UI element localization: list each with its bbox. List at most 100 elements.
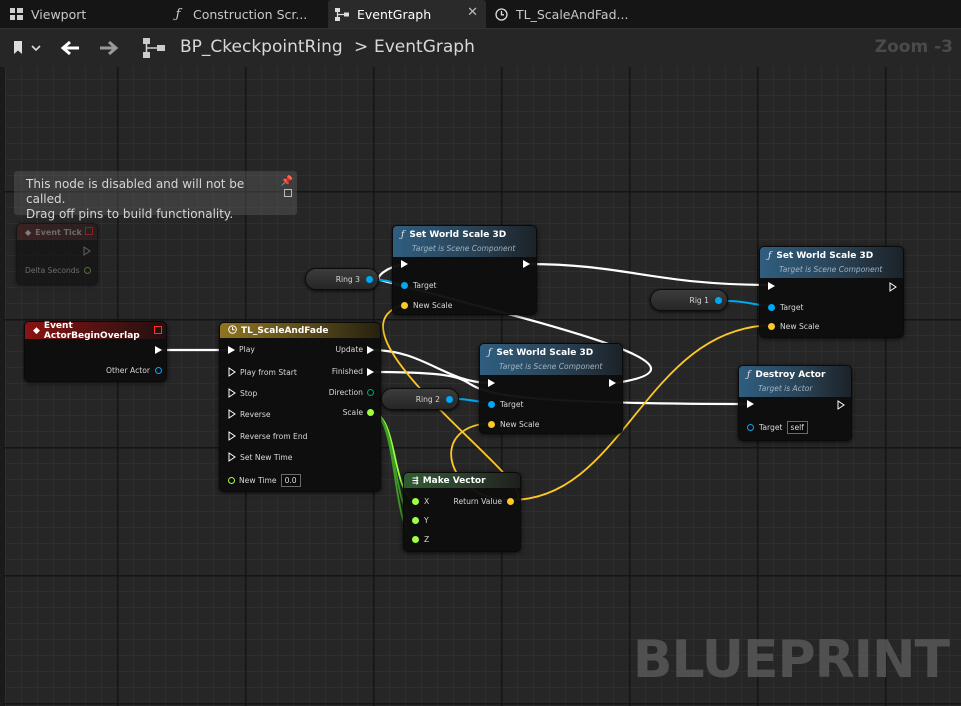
ring2-getter[interactable]: Ring 2 bbox=[381, 388, 459, 410]
exec-out-pin[interactable] bbox=[155, 346, 162, 354]
breadcrumb-graph[interactable]: EventGraph bbox=[374, 37, 475, 57]
node-title: TL_ScaleAndFade bbox=[241, 325, 329, 336]
bookmark-dropdown-button[interactable] bbox=[8, 39, 46, 57]
target-pin[interactable]: Target bbox=[768, 303, 804, 312]
stop-pin[interactable]: Stop bbox=[228, 388, 257, 398]
ring3-getter[interactable]: Ring 3 bbox=[305, 268, 379, 290]
graph-toolbar: BP_CkeckpointRing > EventGraph Zoom -3 bbox=[0, 28, 961, 67]
node-title: Make Vector bbox=[422, 475, 486, 486]
node-title: Event Tick bbox=[35, 227, 82, 237]
tab-label: Viewport bbox=[31, 6, 87, 22]
exec-in-pin[interactable] bbox=[768, 282, 775, 290]
timeline-node[interactable]: TL_ScaleAndFade Play Play from Start Sto… bbox=[219, 322, 381, 492]
reverse-from-end-pin[interactable]: Reverse from End bbox=[228, 431, 307, 441]
new-scale-pin[interactable]: New Scale bbox=[488, 420, 539, 429]
save-icon[interactable] bbox=[284, 189, 292, 197]
new-time-value[interactable]: 0.0 bbox=[280, 474, 301, 487]
pin-icon[interactable]: 📌 bbox=[280, 176, 293, 187]
exec-out-pin[interactable] bbox=[609, 379, 616, 387]
delta-seconds-pin[interactable]: Delta Seconds bbox=[25, 266, 91, 275]
event-begin-overlap-node[interactable]: ◆ Event ActorBeginOverlap Other Actor bbox=[24, 321, 167, 382]
event-diamond-icon: ◆ bbox=[33, 325, 40, 336]
timeline-clock-icon bbox=[493, 6, 509, 22]
back-arrow-button[interactable] bbox=[58, 38, 82, 58]
disabled-node-tooltip: This node is disabled and will not be ca… bbox=[14, 171, 297, 221]
node-title: Set World Scale 3D bbox=[776, 251, 874, 261]
tab-label: TL_ScaleAndFad... bbox=[516, 6, 629, 22]
breadcrumb-separator: > bbox=[354, 37, 369, 57]
play-from-start-pin[interactable]: Play from Start bbox=[228, 367, 297, 377]
function-icon: ƒ bbox=[175, 6, 181, 22]
tab-timeline[interactable]: TL_ScaleAndFad... bbox=[493, 0, 653, 28]
set-new-time-pin[interactable]: Set New Time bbox=[228, 452, 292, 462]
z-pin[interactable]: Z bbox=[412, 535, 429, 544]
scale-pin[interactable]: Scale bbox=[343, 408, 374, 417]
exec-out-pin[interactable] bbox=[837, 400, 845, 410]
arrow-right-icon bbox=[100, 40, 119, 56]
event-graph-canvas[interactable]: This node is disabled and will not be ca… bbox=[5, 67, 961, 706]
timeline-clock-icon bbox=[228, 324, 237, 337]
exec-in-pin[interactable] bbox=[488, 379, 495, 387]
delegate-pin[interactable] bbox=[85, 227, 93, 235]
exec-in-pin[interactable] bbox=[747, 400, 754, 408]
other-actor-pin[interactable]: Other Actor bbox=[106, 366, 162, 375]
function-icon: ƒ bbox=[747, 370, 751, 380]
play-pin[interactable]: Play bbox=[228, 345, 255, 354]
finished-pin[interactable]: Finished bbox=[332, 367, 374, 376]
function-icon: ƒ bbox=[401, 230, 405, 240]
tooltip-line-1: This node is disabled and will not be ca… bbox=[26, 177, 245, 206]
tab-label: EventGraph bbox=[357, 6, 432, 22]
set-world-scale-node-ring3[interactable]: ƒ Set World Scale 3D Target is Scene Comp… bbox=[392, 225, 537, 315]
new-scale-pin[interactable]: New Scale bbox=[768, 322, 819, 331]
set-world-scale-node-ring2[interactable]: ƒ Set World Scale 3D Target is Scene Comp… bbox=[479, 343, 623, 434]
forward-arrow-button[interactable] bbox=[97, 38, 121, 58]
node-title: Set World Scale 3D bbox=[409, 230, 507, 240]
target-pin[interactable]: Target bbox=[401, 281, 437, 290]
tab-viewport[interactable]: Viewport bbox=[8, 0, 158, 28]
event-graph-icon bbox=[334, 6, 350, 22]
function-icon: ƒ bbox=[768, 251, 772, 261]
node-title: Set World Scale 3D bbox=[496, 348, 594, 358]
target-pin[interactable]: Target bbox=[488, 400, 524, 409]
node-subtitle: Target is Actor bbox=[758, 384, 813, 393]
node-subtitle: Target is Scene Component bbox=[499, 362, 603, 371]
node-subtitle: Target is Scene Component bbox=[412, 244, 516, 253]
exec-out-pin[interactable] bbox=[523, 260, 530, 268]
exec-out-pin[interactable] bbox=[889, 282, 897, 292]
graph-type-icon bbox=[142, 37, 166, 59]
delegate-pin[interactable] bbox=[154, 326, 162, 334]
make-vector-node[interactable]: ⇶ Make Vector X Y Z Return Value bbox=[403, 472, 521, 552]
reverse-pin[interactable]: Reverse bbox=[228, 409, 271, 419]
bookmark-icon bbox=[14, 41, 41, 54]
node-title: Destroy Actor bbox=[755, 370, 826, 380]
make-struct-icon: ⇶ bbox=[412, 476, 419, 485]
exec-out-pin[interactable] bbox=[83, 246, 91, 256]
tab-bar: Viewport ƒ Construction Scr... EventGrap… bbox=[0, 0, 961, 28]
tooltip-line-2: Drag off pins to build functionality. bbox=[26, 207, 234, 221]
target-self-value[interactable]: self bbox=[786, 421, 808, 434]
new-scale-pin[interactable]: New Scale bbox=[401, 301, 452, 310]
function-icon: ƒ bbox=[488, 348, 492, 358]
ring1-getter[interactable]: Rig 1 bbox=[650, 289, 728, 311]
arrow-left-icon bbox=[60, 40, 79, 56]
viewport-grid-icon bbox=[8, 6, 24, 22]
event-diamond-icon: ◆ bbox=[25, 227, 32, 237]
tab-label: Construction Scr... bbox=[193, 6, 308, 22]
blueprint-watermark: BLUEPRINT bbox=[632, 630, 950, 690]
close-icon[interactable]: ✕ bbox=[467, 5, 478, 20]
return-value-pin[interactable]: Return Value bbox=[454, 497, 514, 506]
y-pin[interactable]: Y bbox=[412, 516, 429, 525]
update-pin[interactable]: Update bbox=[335, 345, 374, 354]
breadcrumb-blueprint[interactable]: BP_CkeckpointRing bbox=[180, 37, 343, 57]
tab-construction-script[interactable]: ƒ Construction Scr... bbox=[170, 0, 325, 28]
tab-event-graph[interactable]: EventGraph ✕ bbox=[328, 0, 486, 28]
direction-pin[interactable]: Direction bbox=[329, 388, 374, 397]
event-tick-node[interactable]: ◆ Event Tick Delta Seconds bbox=[16, 223, 98, 285]
exec-in-pin[interactable] bbox=[401, 260, 408, 268]
x-pin[interactable]: X bbox=[412, 497, 429, 506]
zoom-level: Zoom -3 bbox=[874, 37, 953, 57]
